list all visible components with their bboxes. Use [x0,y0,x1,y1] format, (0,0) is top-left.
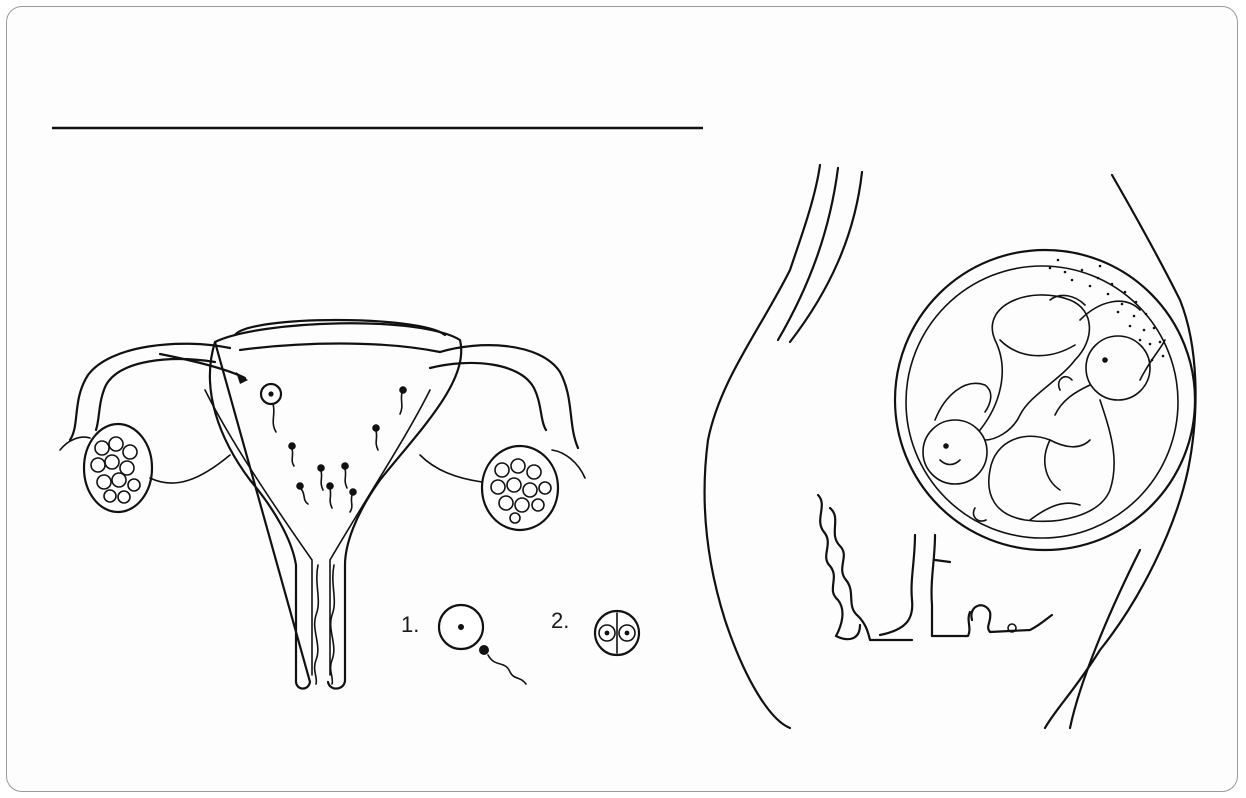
left-ovarian-ligament [150,455,230,483]
umbilical-cord-b [1140,340,1165,380]
uterine-cavity [205,390,430,675]
spine-line-2 [790,172,862,342]
right-fallopian-tube [430,345,578,448]
twin-b [989,336,1150,521]
uterus-outer-wall [210,323,461,688]
rectum [818,495,860,639]
spine-line-1 [778,168,838,340]
placenta [1049,259,1165,362]
maternal-abdomen-outline [705,165,820,728]
cervical-canal [315,565,335,684]
birth-canal [880,535,970,636]
cervical-opening [971,605,1052,632]
right-ovarian-ligament [420,455,482,482]
step-2-label: 2. [551,610,569,632]
twin-pregnancy-diagram [705,165,1196,728]
step-1-label: 1. [401,614,419,636]
umbilical-cord-a [1080,301,1140,320]
back-lower-line [1070,550,1140,728]
ovum-path-arrow [160,354,245,378]
twin-a [923,295,1089,521]
back-outline [1045,175,1196,728]
fertilising-sperm-head [479,645,489,655]
arrowhead-icon [236,372,248,384]
uterus-diagram [60,320,639,689]
sperm-cells [289,387,406,512]
